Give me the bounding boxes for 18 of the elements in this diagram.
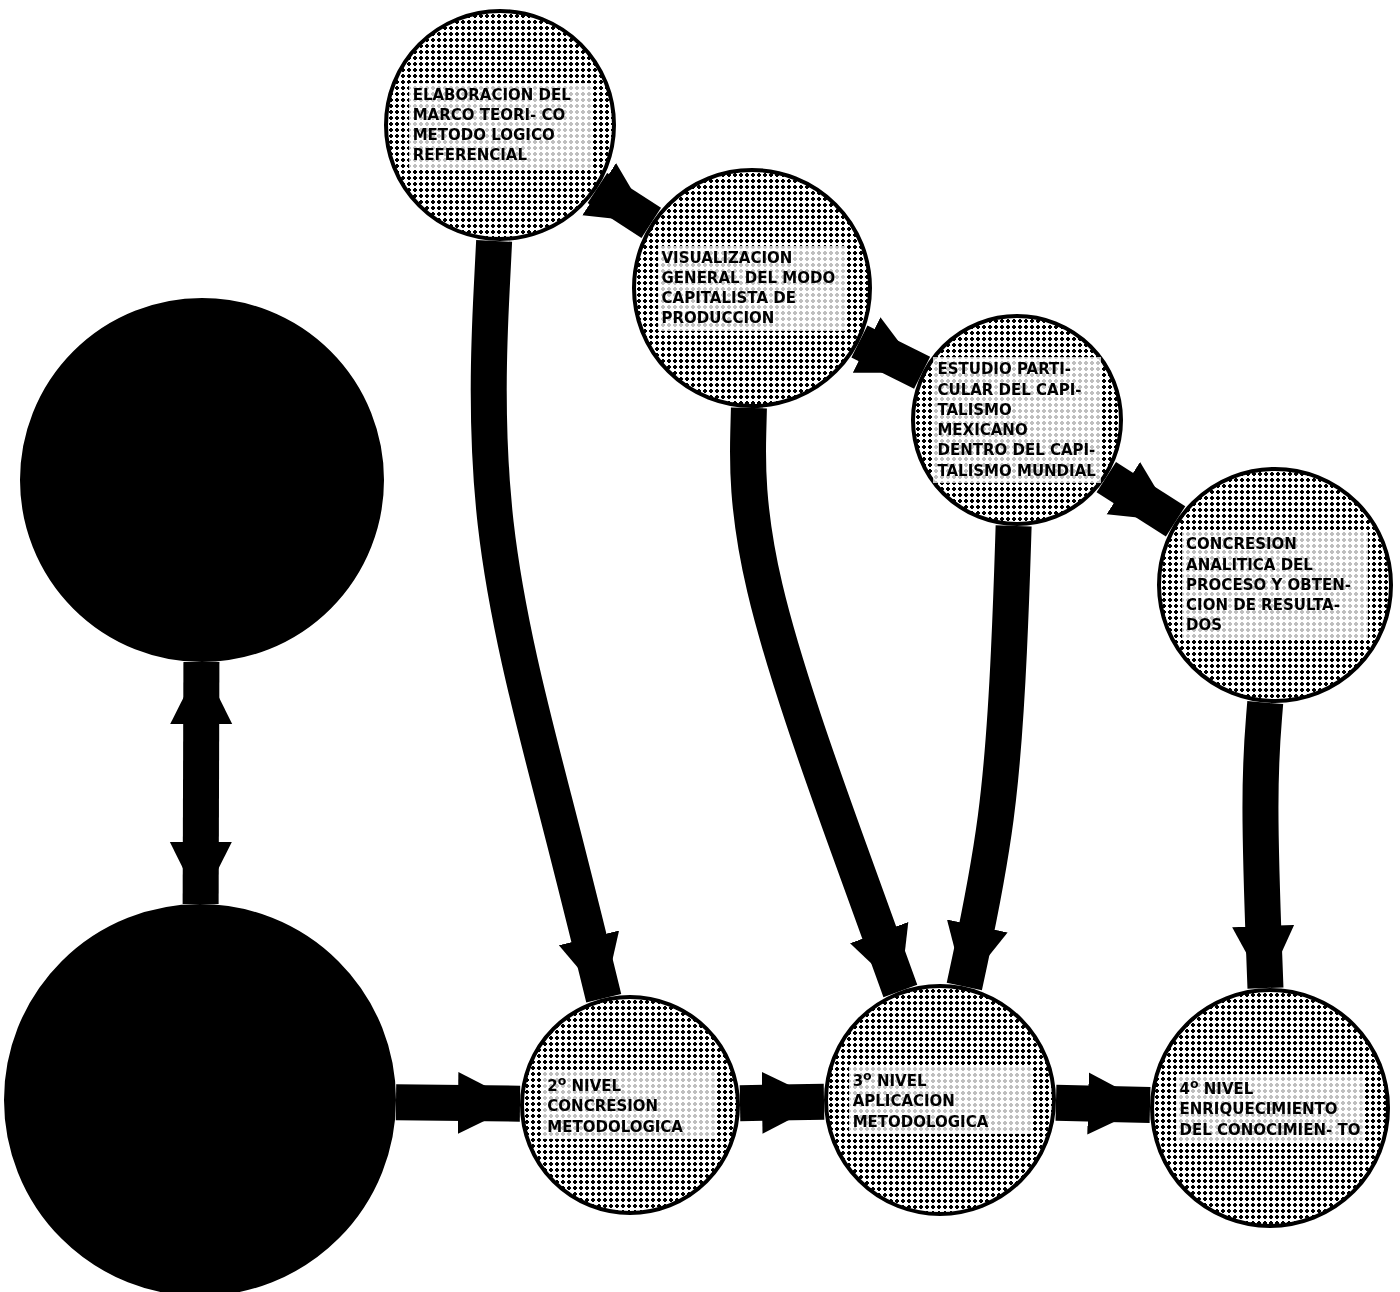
- block-arrow: [470, 239, 622, 1003]
- block-arrow: [395, 1072, 521, 1134]
- node-text: 2$^{o}$ NIVEL CONCRESION METODOLOGICA: [543, 1071, 717, 1139]
- node-text: VISUALIZACION GENERAL DEL MODO CAPITALISTA DE PRODUCCION: [657, 245, 847, 331]
- node-text: ESTUDIO PARTI- CULAR DEL CAPI- TALISMO MEXICANO DENTRO DEL CAPI- TALISMO MUNDIAL: [933, 357, 1101, 483]
- block-arrow: [1055, 1072, 1151, 1135]
- node-text: ELABORACION DEL MARCO TEORI- CO METODO LOGICO REFERENCIAL: [408, 82, 592, 168]
- block-arrow: [1096, 461, 1186, 537]
- block-arrow: [729, 407, 918, 998]
- block-arrow: [946, 525, 1032, 991]
- block-arrow: [1232, 699, 1295, 989]
- node-text: 3$^{o}$ NIVEL APLICACION METODOLOGICA: [848, 1066, 1032, 1134]
- block-arrow: [582, 163, 662, 238]
- block-arrow: [739, 1071, 825, 1134]
- block-arrow: [851, 317, 931, 389]
- block-arrow: [169, 661, 233, 905]
- node-text: CONCRESION ANALITICA DEL PROCESO Y OBTEN- CION DE RESULTA- DOS: [1182, 532, 1368, 638]
- node-text: 4$^{o}$ NIVEL ENRIQUECIMIENTO DEL CONOCIMIEN- TO: [1175, 1074, 1365, 1142]
